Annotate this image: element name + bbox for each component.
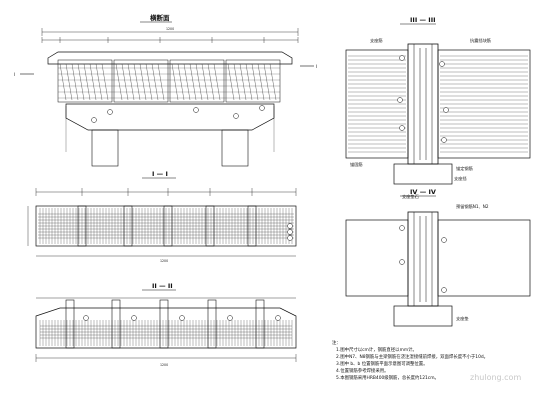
title-section-II-II: II — II bbox=[152, 282, 173, 290]
cut-mark-left: I bbox=[14, 72, 15, 77]
dim-total-bot: 1200 bbox=[160, 363, 168, 367]
title-cross-section: 横断面 bbox=[150, 13, 170, 22]
title-section-IV-IV: IV — IV bbox=[410, 188, 436, 196]
note-3: 3.图中 b、b 位置钢筋平面示意图可调整位置。 bbox=[336, 360, 428, 367]
label-bearing2: 支座挡 bbox=[454, 175, 467, 182]
section-III-III-view: III — III 支座筋 抗震挡块筋 锚固筋 锚定钢筋 支座垫石 支座挡 bbox=[345, 16, 531, 200]
dim-total-top: 1200 bbox=[166, 27, 174, 31]
label-anti-seismic: 抗震挡块筋 bbox=[470, 37, 491, 44]
dim-total-mid: 1200 bbox=[160, 259, 168, 263]
label-stop-block: 锚定钢筋 bbox=[456, 165, 473, 172]
label-bottom-bearing: 支座垫 bbox=[456, 315, 469, 322]
title-section-I-I: I — I bbox=[152, 170, 168, 178]
cross-section-view: 横断面 1200 bbox=[14, 13, 317, 167]
section-II-II-view: II — II 1200 bbox=[35, 282, 297, 367]
notes-heading: 注： bbox=[332, 339, 341, 346]
label-support-left: 支座筋 bbox=[370, 37, 383, 44]
title-section-III-III: III — III bbox=[410, 16, 436, 24]
note-2: 2.图中N7、N8钢筋与主梁钢筋在浇注湿接缝前焊接，双面焊长度不小于10d。 bbox=[336, 353, 488, 360]
label-bearing: 支座垫石 bbox=[402, 193, 419, 200]
note-1: 1.图中尺寸以cm计，钢筋直径以mm计。 bbox=[336, 346, 417, 353]
notes-block: 注： 1.图中尺寸以cm计，钢筋直径以mm计。 2.图中N7、N8钢筋与主梁钢筋… bbox=[332, 339, 488, 381]
label-anchor-bar: 锚固筋 bbox=[350, 161, 363, 168]
cut-mark-right: I bbox=[316, 64, 317, 69]
note-5: 5.本图钢筋采用HRB400级钢筋，总长度约121cm。 bbox=[336, 374, 439, 381]
section-IV-IV-view: IV — IV 预留钢筋N1、N2 支座垫 bbox=[345, 188, 531, 327]
label-n1-n2: 预留钢筋N1、N2 bbox=[456, 203, 489, 210]
section-I-I-view: I — I 1200 bbox=[27, 170, 297, 263]
note-4: 4.位置钢筋参考焊接采用。 bbox=[336, 367, 389, 374]
watermark: zhulong.com bbox=[470, 373, 521, 382]
